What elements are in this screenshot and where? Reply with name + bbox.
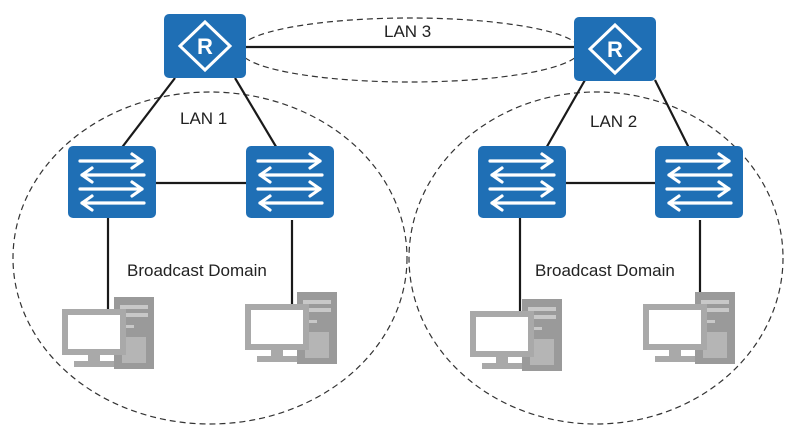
broadcast-domain-right-label: Broadcast Domain (535, 261, 675, 280)
broadcast-domain-left-label: Broadcast Domain (127, 261, 267, 280)
link-router1-switch1 (119, 77, 176, 151)
switch-icon-2 (244, 144, 336, 220)
broadcast-domain-left-boundary (12, 91, 408, 425)
switch-icon-4 (653, 144, 745, 220)
router-icon-left (162, 12, 248, 80)
link-router1-switch2 (234, 77, 279, 151)
link-router2-switch3 (544, 79, 586, 151)
lan2-label: LAN 2 (590, 112, 637, 131)
router-icon-right (572, 15, 658, 83)
lan1-label: LAN 1 (180, 109, 227, 128)
computer-icon-4 (643, 292, 735, 364)
computer-icon-3 (470, 299, 562, 371)
switch-icon-1 (66, 144, 158, 220)
switch-icon-3 (476, 144, 568, 220)
lan3-label: LAN 3 (384, 22, 431, 41)
link-router2-switch4 (654, 79, 691, 151)
broadcast-domain-right-boundary (408, 91, 784, 425)
